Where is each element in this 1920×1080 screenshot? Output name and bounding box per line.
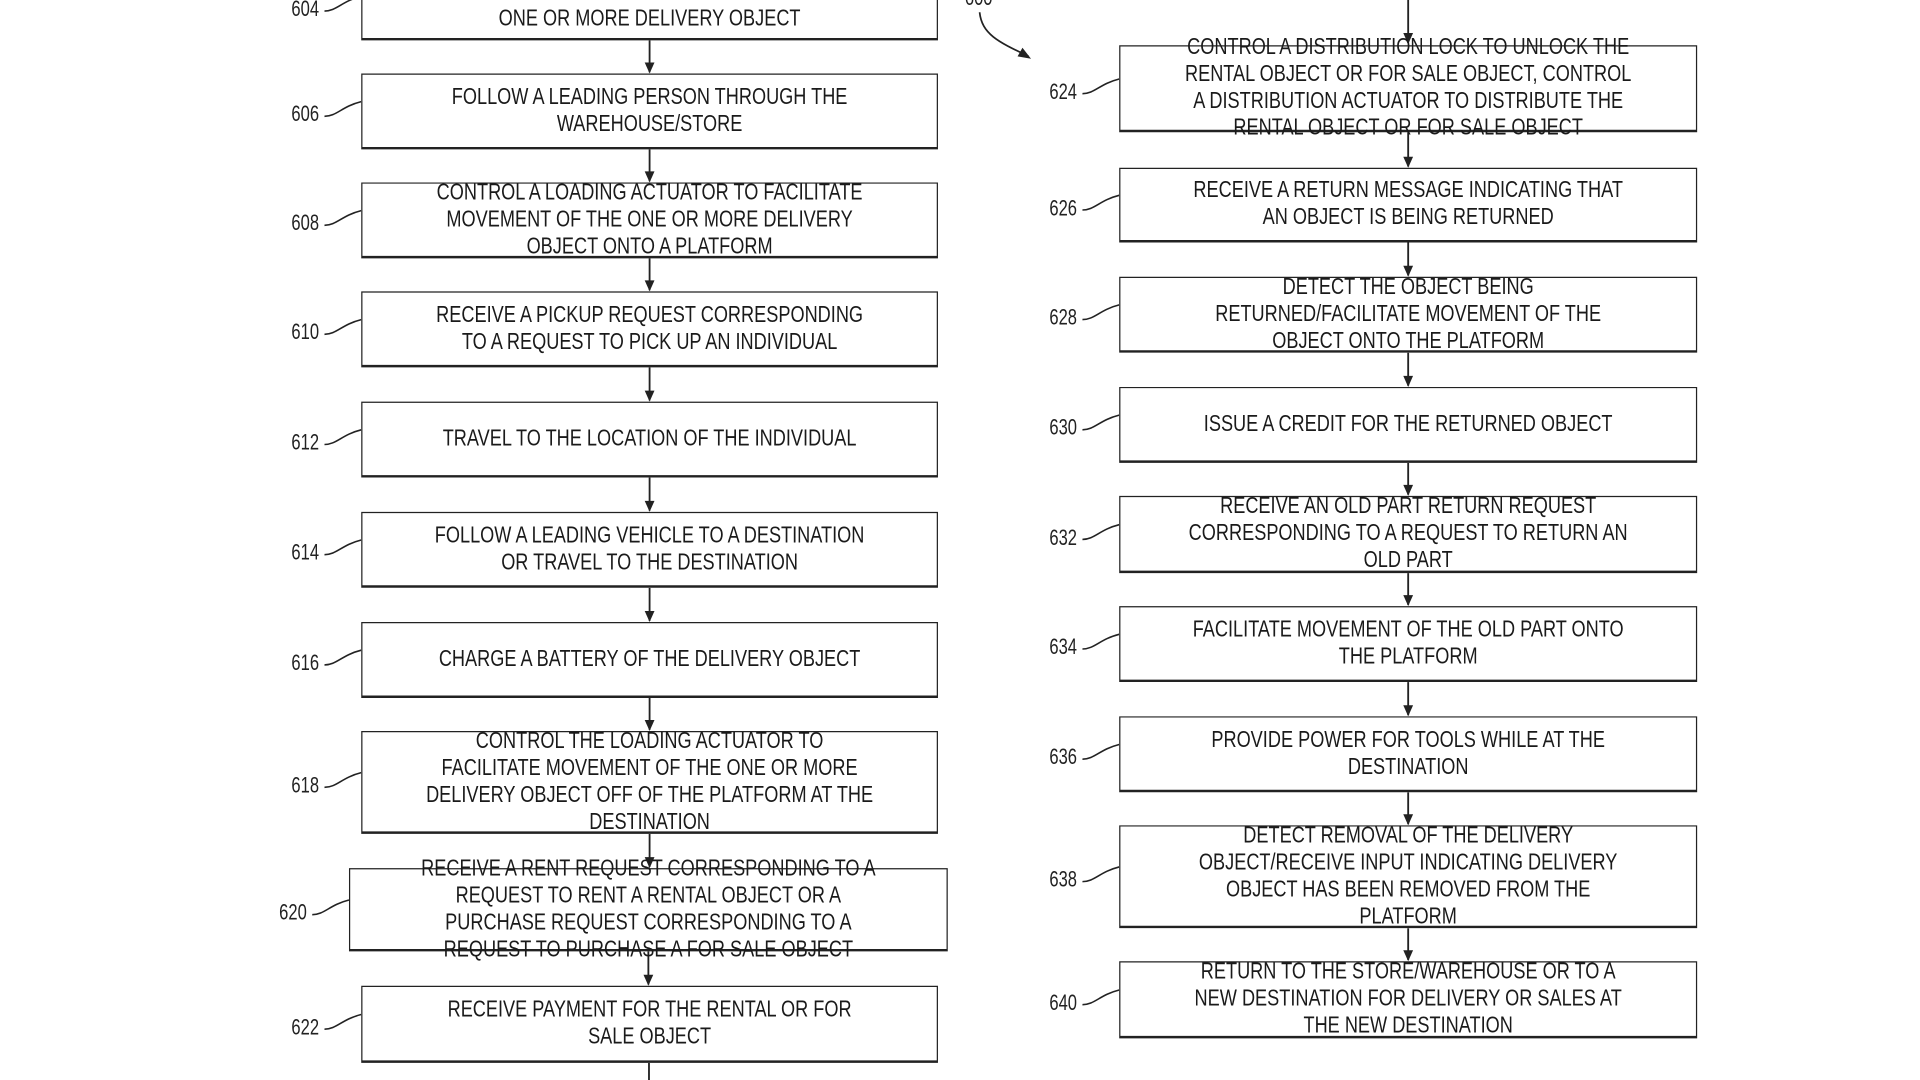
step-text: CONTROL THE LOADING ACTUATOR TO FACILITA… [426, 727, 874, 835]
step-ref-number: 636 [1049, 744, 1077, 769]
arrow-head [644, 62, 655, 74]
step-ref-number: 612 [291, 429, 320, 455]
process-step-box: RECEIVE A RENT REQUEST CORRESPONDING TO … [348, 855, 948, 962]
process-step-box: CONTROL A LOADING ACTUATOR TO FACILITATE… [361, 179, 938, 259]
arrow-head [1403, 814, 1414, 826]
step-ref-number: 620 [279, 900, 307, 925]
ref-leader [324, 1013, 362, 1030]
step-ref-number: 604 [291, 0, 320, 21]
step-ref-number: 608 [291, 210, 320, 236]
step-ref-number: 622 [291, 1014, 320, 1039]
arrow-head [644, 720, 655, 732]
process-step-box: RECEIVE PAYMENT FOR THE RENTAL OR FOR SA… [361, 985, 938, 1063]
step-text: ISSUE A CREDIT FOR THE RETURNED OBJECT [1203, 410, 1613, 437]
process-step-box: DETECT REMOVAL OF THE DELIVERY OBJECT/RE… [1119, 822, 1698, 929]
step-text: RECEIVE A RETURN MESSAGE INDICATING THAT… [1193, 177, 1623, 231]
step-text: RECEIVE A RENT REQUEST CORRESPONDING TO … [421, 855, 876, 962]
process-step-box: DETECT THE OBJECT BEING RETURNED/FACILIT… [1119, 273, 1698, 354]
process-step-box: CONTROL A DISTRIBUTION LOCK TO UNLOCK TH… [1119, 34, 1698, 141]
step-text: RECEIVE A PICKUP REQUEST CORRESPONDING T… [436, 301, 864, 355]
step-ref-number: 616 [291, 650, 320, 675]
step-ref-number: 640 [1049, 990, 1077, 1015]
ref-leader [312, 899, 350, 916]
arrow-head [643, 974, 654, 986]
process-step-box: ISSUE A CREDIT FOR THE RETURNED OBJECT [1119, 386, 1698, 463]
step-ref-number: 610 [291, 319, 320, 345]
ref-leader [324, 429, 362, 446]
process-step-box: FOLLOW A LEADING PERSON THROUGH THE WARE… [361, 73, 938, 150]
step-text: CHARGE A BATTERY OF THE DELIVERY OBJECT [438, 645, 861, 672]
step-ref-number: 628 [1049, 304, 1077, 330]
ref-leader [1082, 743, 1120, 760]
step-text: PROVIDE POWER FOR TOOLS WHILE AT THE DES… [1211, 726, 1605, 780]
ref-leader [1082, 304, 1120, 321]
ref-leader [1082, 523, 1120, 541]
step-text: CONTROL A LOADING ACTUATOR TO FACILITATE… [436, 179, 863, 259]
arrow-head [644, 390, 655, 402]
ref-leader [1082, 414, 1120, 431]
figure-ref-arrow-head [1017, 47, 1032, 59]
ref-leader [324, 539, 362, 556]
step-text: RETURN TO THE STORE/WAREHOUSE OR TO A NE… [1194, 958, 1622, 1039]
step-ref-number: 618 [291, 772, 320, 798]
process-step-box: RETURN TO THE STORE/WAREHOUSE OR TO A NE… [1119, 958, 1698, 1039]
step-text: FOLLOW A LEADING VEHICLE TO A DESTINATIO… [434, 522, 865, 575]
arrow-head [1403, 705, 1414, 717]
step-ref-number: 634 [1049, 634, 1077, 659]
step-ref-number: 624 [1049, 78, 1077, 104]
figure-ref-leader [978, 12, 1029, 58]
ref-leader [1082, 989, 1120, 1006]
step-text: RECEIVE PAYMENT FOR THE RENTAL OR FOR SA… [447, 996, 852, 1050]
arrow-head [1403, 950, 1414, 962]
process-step-box: CONTROL THE LOADING ACTUATOR TO FACILITA… [361, 727, 938, 835]
arrow-head [644, 611, 655, 623]
process-step-box: RECEIVE A RETURN MESSAGE INDICATING THAT… [1119, 167, 1698, 243]
step-text: DETECT REMOVAL OF THE DELIVERY OBJECT/RE… [1198, 822, 1618, 929]
arrow-head [1403, 484, 1414, 496]
step-text: RECEIVE AN OLD PART RETURN REQUEST CORRE… [1188, 493, 1628, 574]
step-ref-number: 614 [291, 540, 320, 565]
arrow-head [1403, 375, 1414, 387]
step-text: FACILITATE MOVEMENT OF THE OLD PART ONTO… [1192, 616, 1624, 670]
arrow-head [644, 857, 655, 869]
step-text: DETECT THE OBJECT BEING RETURNED/FACILIT… [1215, 273, 1602, 354]
process-step-box: ONE OR MORE DELIVERY OBJECT [361, 0, 938, 41]
ref-leader [1082, 866, 1120, 883]
process-step-box: CHARGE A BATTERY OF THE DELIVERY OBJECT [361, 622, 938, 698]
step-ref-number: 632 [1049, 524, 1077, 550]
figure-ref: 600 [965, 0, 993, 11]
arrow-head [1403, 33, 1414, 45]
step-text: ONE OR MORE DELIVERY OBJECT [498, 6, 801, 32]
process-step-box: RECEIVE AN OLD PART RETURN REQUEST CORRE… [1119, 493, 1698, 574]
ref-leader [324, 771, 362, 789]
ref-leader [324, 209, 362, 227]
step-text: TRAVEL TO THE LOCATION OF THE INDIVIDUAL [442, 425, 857, 452]
arrow-head [644, 171, 655, 183]
step-ref-number: 638 [1049, 866, 1077, 892]
ref-leader [324, 318, 362, 336]
arrow-head [1403, 265, 1414, 277]
process-step-box: PROVIDE POWER FOR TOOLS WHILE AT THE DES… [1119, 716, 1698, 793]
ref-leader [324, 100, 362, 118]
arrow-head [1403, 595, 1414, 607]
ref-leader [1082, 78, 1120, 95]
ref-leader [324, 649, 362, 666]
process-step-box: RECEIVE A PICKUP REQUEST CORRESPONDING T… [361, 291, 938, 368]
ref-leader [324, 0, 353, 12]
ref-leader [1082, 633, 1120, 650]
step-text: CONTROL A DISTRIBUTION LOCK TO UNLOCK TH… [1184, 34, 1632, 141]
arrow-head [644, 280, 655, 292]
step-ref-number: 630 [1049, 415, 1077, 440]
arrow-head [644, 500, 655, 512]
step-text: FOLLOW A LEADING PERSON THROUGH THE WARE… [451, 83, 848, 137]
process-step-box: FACILITATE MOVEMENT OF THE OLD PART ONTO… [1119, 606, 1698, 683]
process-step-box: FOLLOW A LEADING VEHICLE TO A DESTINATIO… [361, 511, 938, 588]
ref-leader [1082, 194, 1120, 211]
process-step-box: TRAVEL TO THE LOCATION OF THE INDIVIDUAL [361, 401, 938, 478]
step-ref-number: 606 [291, 101, 320, 127]
arrow-head [1403, 156, 1414, 168]
step-ref-number: 626 [1049, 195, 1077, 220]
